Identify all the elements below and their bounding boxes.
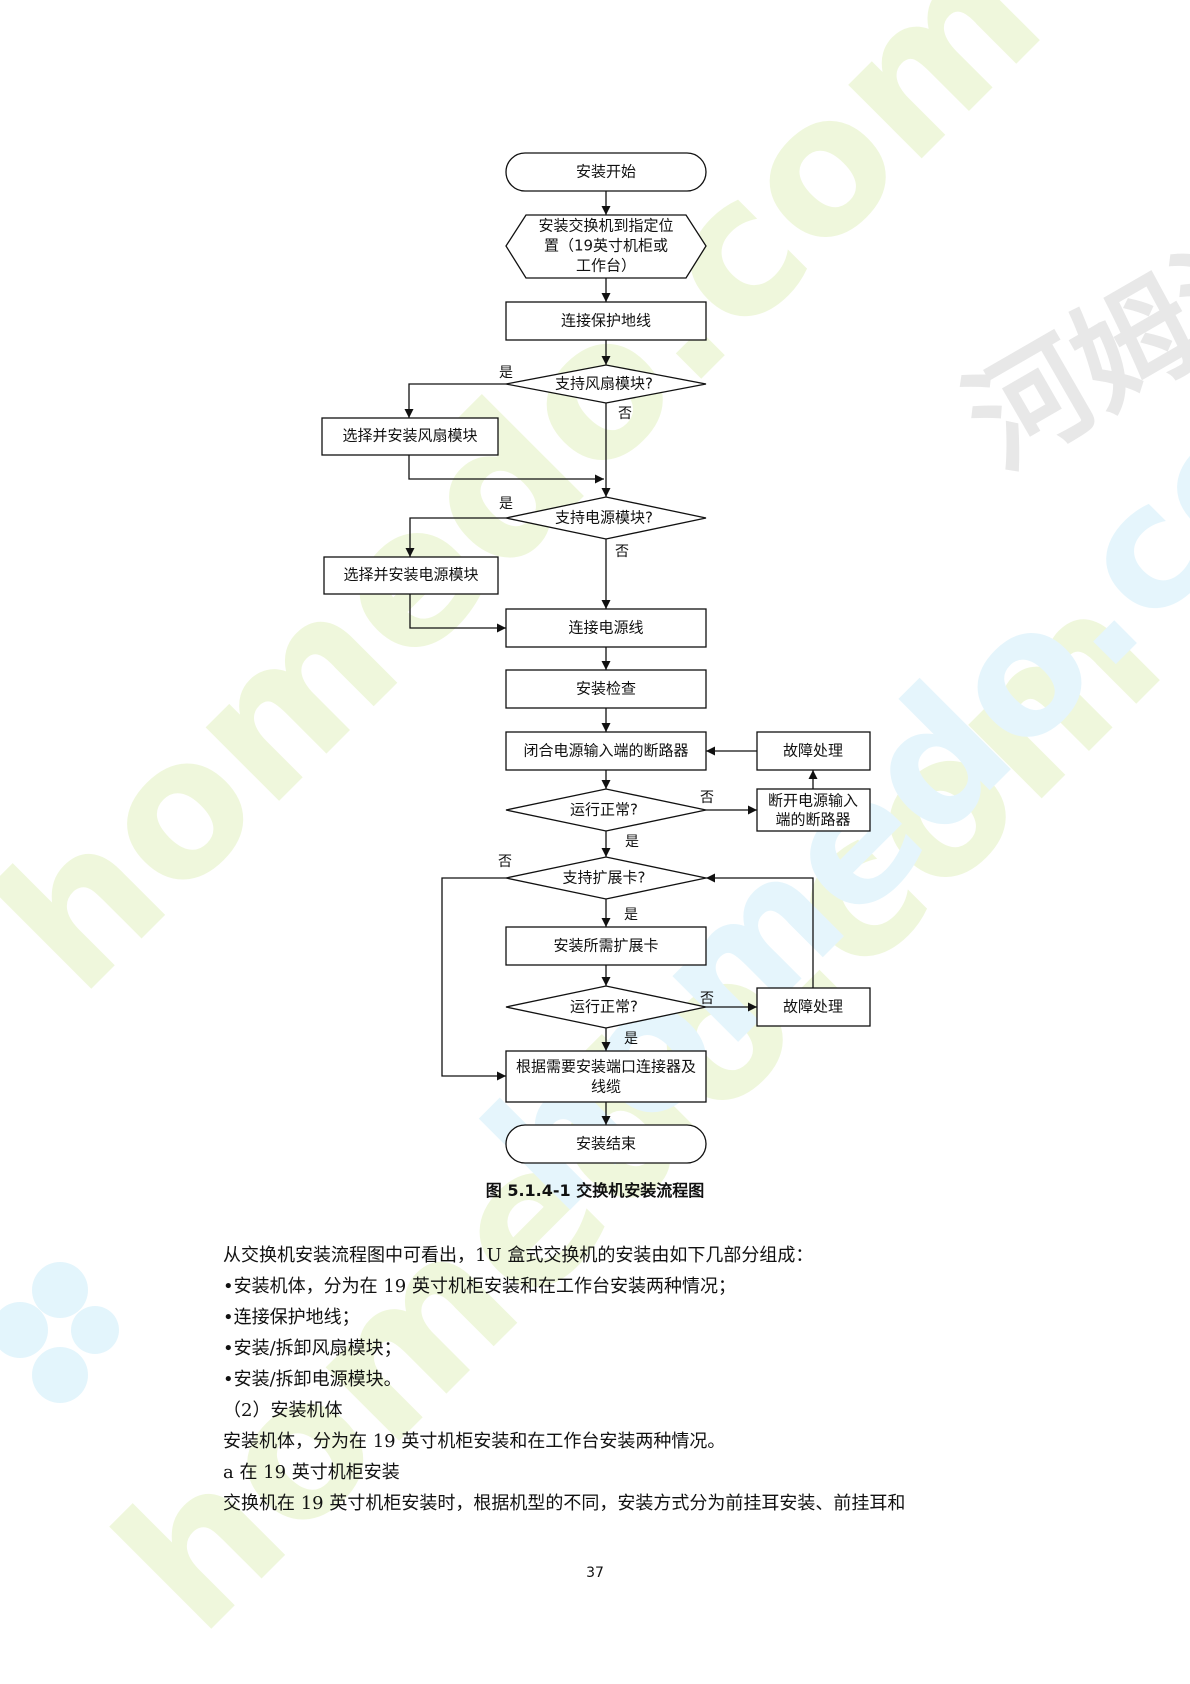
edge-psu-merge [409,594,506,633]
flowchart: 安装开始 安装交换机到指定位 置（19英寸机柜或 工作台） 连接保护地线 支持风… [321,152,871,1164]
label-breaker-open-1: 断开电源输入 [768,792,858,810]
node-card-install [505,926,707,966]
body-intro: 从交换机安装流程图中可看出，1U 盒式交换机的安装由如下几部分组成： [223,1245,814,1266]
label-psu-question: 支持电源模块? [555,509,653,527]
edge-label-fan-yes: 是 [499,365,513,381]
edge-label-psu-yes: 是 [499,496,513,512]
edge-label-run1-no: 否 [700,790,714,806]
edge-label-fan-no: 否 [618,406,632,422]
label-fan-question: 支持风扇模块? [555,375,653,393]
node-psu-question [505,496,707,540]
label-breaker-open-2: 端的断路器 [775,811,850,829]
label-breaker-close: 闭合电源输入端的断路器 [523,742,688,760]
figure-caption: 图 5.1.4-1 交换机安装流程图 [485,1181,705,1200]
section-text: 安装机体，分为在 19 英寸机柜安装和在工作台安装两种情况。 [223,1431,726,1452]
label-place-1: 安装交换机到指定位 [538,217,673,235]
edge-label-psu-no: 否 [615,544,629,560]
bullet-item: •安装机体，分为在 19 英寸机柜安装和在工作台安装两种情况； [223,1276,736,1297]
node-breaker-close [505,731,707,771]
label-connectors-1: 根据需要安装端口连接器及 [516,1058,696,1076]
label-run-ok-1: 运行正常? [570,801,638,819]
edge-label-run1-yes: 是 [625,834,639,850]
label-start: 安装开始 [576,163,636,181]
bullet-item: •连接保护地线； [223,1307,360,1328]
edge-cardq-no [441,877,506,1081]
node-fan-question [505,364,707,404]
page-number: 37 [586,1565,604,1581]
node-psu-install [323,556,499,595]
bullet-item: •安装/拆卸风扇模块； [223,1338,402,1359]
label-place-3: 工作台） [576,257,636,275]
body-text: 从交换机安装流程图中可看出，1U 盒式交换机的安装由如下几部分组成： •安装机体… [223,1240,1043,1519]
edge-fan-merge [408,455,604,484]
node-fan-install [321,417,499,456]
sub-text: 交换机在 19 英寸机柜安装时，根据机型的不同，安装方式分为前挂耳安装、前挂耳和 [223,1493,906,1514]
label-run-ok-2: 运行正常? [570,998,638,1016]
label-fan-install: 选择并安装风扇模块 [342,427,477,445]
sub-heading: a 在 19 英寸机柜安装 [223,1462,400,1483]
edge-fanq-yes [404,383,506,418]
node-place [505,214,707,279]
label-psu-install: 选择并安装电源模块 [343,566,478,584]
edge-psuq-yes [405,517,506,557]
label-ground: 连接保护地线 [561,312,651,330]
edge-label-run2-yes: 是 [624,1031,638,1047]
section-heading: （2）安装机体 [223,1400,343,1421]
bullet-item: •安装/拆卸电源模块。 [223,1369,402,1390]
label-fault-1: 故障处理 [783,742,843,760]
label-card-question: 支持扩展卡? [563,869,646,887]
label-card-install: 安装所需扩展卡 [553,937,658,955]
label-place-2: 置（19英寸机柜或 [544,237,668,255]
label-power-cable: 连接电源线 [568,619,643,637]
label-end: 安装结束 [576,1135,636,1153]
label-fault-2: 故障处理 [783,998,843,1016]
edge-label-card-no: 否 [498,854,512,870]
edge-fault2-cardq [706,873,814,988]
watermark-flower-icon [0,1262,119,1403]
node-ground [505,301,707,341]
label-connectors-2: 线缆 [591,1078,621,1096]
node-fault-2 [756,987,871,1027]
node-check [505,669,707,709]
edge-label-card-yes: 是 [624,907,638,923]
label-check: 安装检查 [576,680,636,698]
edge-label-run2-no: 否 [700,991,714,1007]
node-breaker-open [756,788,871,832]
